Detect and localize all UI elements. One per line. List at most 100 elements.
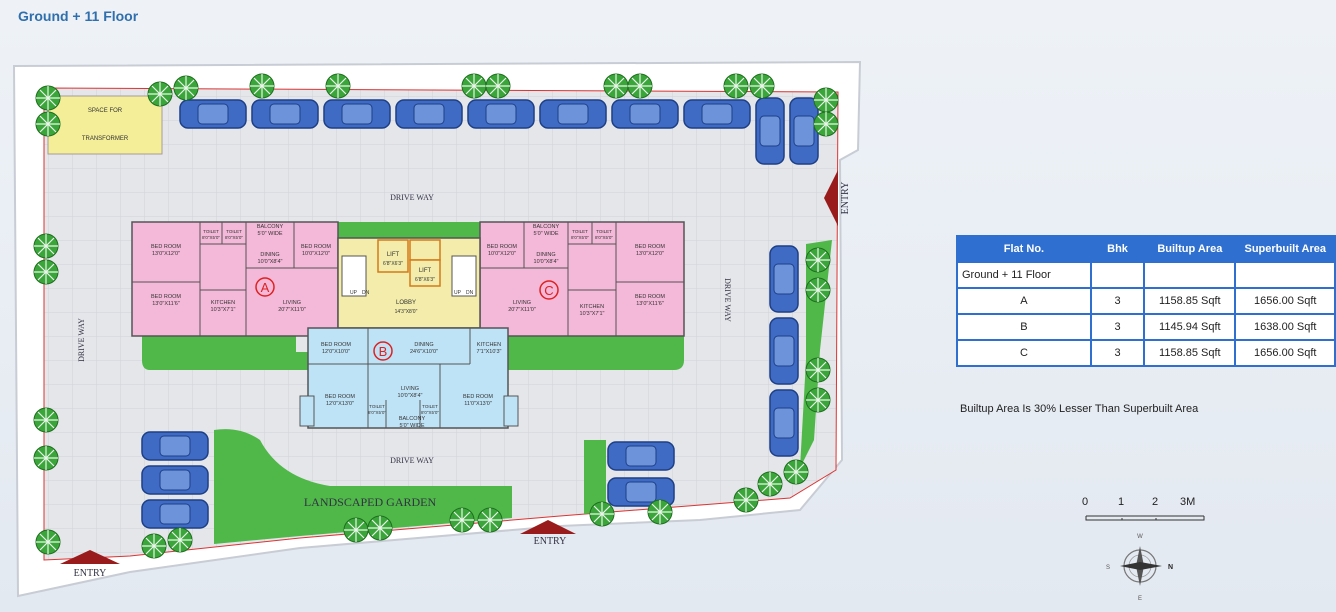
a-bed3-dim: 10'0"X12'0": [302, 251, 330, 257]
core: [337, 237, 481, 329]
lobby-label: LOBBY: [396, 300, 416, 306]
lawn-left-wing: [142, 336, 340, 370]
entry-right-label: ENTRY: [840, 182, 851, 215]
stair-dn-1: DN: [362, 290, 370, 296]
b-bed2-dim: 12'0"X13'0": [326, 401, 354, 407]
b-living: LIVING: [401, 386, 419, 392]
a-toilet1: TOILET: [203, 229, 219, 234]
parking-right: [769, 245, 799, 457]
table-row: A 3 1158.85 Sqft 1656.00 Sqft: [956, 287, 1336, 315]
c-bed2: BED ROOM: [635, 294, 665, 300]
transformer-space: [47, 95, 163, 155]
flat-c-label: C: [544, 283, 553, 298]
table-header-row: Flat No. Bhk Builtup Area Superbuilt Are…: [956, 235, 1336, 263]
c-toilet2-dim: 8'0"X5'0": [595, 235, 613, 240]
page-title: Ground + 11 Floor: [18, 8, 139, 24]
a-kitchen-dim: 10'3"X7'1": [211, 307, 236, 313]
compass-w: W: [1137, 534, 1143, 540]
scale-label-3: 3M: [1180, 496, 1196, 508]
c-bed1-dim: 13'0"X12'0": [636, 251, 664, 257]
c-living-dim: 20'7"X11'0": [508, 307, 536, 313]
scale-label-0: 0: [1082, 496, 1089, 508]
c-living: LIVING: [513, 300, 531, 306]
a-balcony-dim: 5'0" WIDE: [257, 231, 282, 237]
b-bed1-dim: 12'0"X10'0": [322, 349, 350, 355]
lobby-dim: 14'3"X8'0": [395, 309, 418, 315]
area-table: Flat No. Bhk Builtup Area Superbuilt Are…: [956, 235, 1336, 367]
a-balcony: BALCONY: [257, 224, 284, 230]
a-dining: DINING: [260, 252, 279, 258]
b-kitchen: KITCHEN: [477, 342, 501, 348]
compass-s: S: [1106, 565, 1110, 571]
entry-left-label: ENTRY: [74, 568, 107, 579]
garden-label: LANDSCAPED GARDEN: [304, 495, 437, 509]
driveway-left: DRIVE WAY: [77, 318, 86, 362]
a-toilet1-dim: 8'0"X5'0": [202, 235, 220, 240]
b-toilet1-dim: 8'0"X5'0": [368, 410, 386, 415]
driveway-bottom: DRIVE WAY: [390, 456, 434, 465]
flat-a: [131, 221, 339, 337]
c-bed1: BED ROOM: [635, 244, 665, 250]
a-bed2: BED ROOM: [151, 294, 181, 300]
lawn-center-strip: [584, 440, 606, 514]
a-toilet2-dim: 8'0"X5'0": [225, 235, 243, 240]
lawn-core: [338, 222, 480, 240]
landscaped-garden: [214, 429, 512, 544]
a-bed1-dim: 13'0"X12'0": [152, 251, 180, 257]
compass-n: N: [1168, 564, 1173, 571]
scale-label-2: 2: [1152, 496, 1159, 508]
b-bed3-dim: 11'0"X13'0": [464, 401, 492, 407]
c-kitchen: KITCHEN: [580, 304, 604, 310]
parking-left: [141, 431, 209, 529]
scale-bar: 0 1 2 3M: [1080, 496, 1210, 526]
b-dining: DINING: [414, 342, 433, 348]
table-group-row: Ground + 11 Floor: [956, 261, 1336, 289]
b-bed1: BED ROOM: [321, 342, 351, 348]
b-balcony-dim: 5'0" WIDE: [399, 423, 424, 429]
group-label: Ground + 11 Floor: [956, 261, 1092, 289]
c-bed2-dim: 13'0"X11'6": [636, 301, 664, 307]
flat-b: [299, 327, 519, 429]
transformer-label-2: TRANSFORMER: [82, 136, 129, 142]
compass-icon: W E S N: [1106, 534, 1173, 602]
scale-label-1: 1: [1118, 496, 1125, 508]
b-bed3: BED ROOM: [463, 394, 493, 400]
builtup-note: Builtup Area Is 30% Lesser Than Superbui…: [960, 403, 1199, 415]
driveway-right: DRIVE WAY: [723, 278, 732, 322]
c-dining-dim: 10'0"X8'4": [534, 259, 559, 265]
stair-up-1: UP: [350, 290, 358, 296]
stair-dn-2: DN: [466, 290, 474, 296]
c-toilet2: TOILET: [596, 229, 612, 234]
entry-left-arrow: [60, 550, 120, 564]
a-living: LIVING: [283, 300, 301, 306]
c-toilet1: TOILET: [572, 229, 588, 234]
a-bed3: BED ROOM: [301, 244, 331, 250]
entry-bottom-arrow: [520, 520, 576, 534]
driveway-top: DRIVE WAY: [390, 193, 434, 202]
table-row: C 3 1158.85 Sqft 1656.00 Sqft: [956, 339, 1336, 367]
c-kitchen-dim: 10'3"X7'1": [580, 311, 605, 317]
b-kitchen-dim: 7'1"X10'3": [477, 349, 502, 355]
flat-b-label: B: [379, 344, 388, 359]
c-balcony: BALCONY: [533, 224, 560, 230]
b-living-dim: 10'0"X8'4": [398, 393, 423, 399]
c-bed3-dim: 10'0"X12'0": [488, 251, 516, 257]
c-balcony-dim: 5'0" WIDE: [533, 231, 558, 237]
lawn-right-wing: [508, 336, 684, 370]
compass-e: E: [1138, 596, 1142, 602]
b-dining-dim: 24'6"X10'0": [410, 349, 438, 355]
table-row: B 3 1145.94 Sqft 1638.00 Sqft: [956, 313, 1336, 341]
b-bed2: BED ROOM: [325, 394, 355, 400]
header-builtup: Builtup Area: [1143, 235, 1237, 263]
entry-right-arrow: [824, 170, 838, 226]
a-bed1: BED ROOM: [151, 244, 181, 250]
lift1-label: LIFT: [387, 252, 400, 258]
lift2-dim: 6'8"X6'3": [415, 277, 435, 283]
c-toilet1-dim: 8'0"X5'0": [571, 235, 589, 240]
c-bed3: BED ROOM: [487, 244, 517, 250]
c-dining: DINING: [536, 252, 555, 258]
a-dining-dim: 10'0"X8'4": [258, 259, 283, 265]
a-toilet2: TOILET: [226, 229, 242, 234]
b-toilet1: TOILET: [369, 404, 385, 409]
flat-a-label: A: [261, 280, 270, 295]
